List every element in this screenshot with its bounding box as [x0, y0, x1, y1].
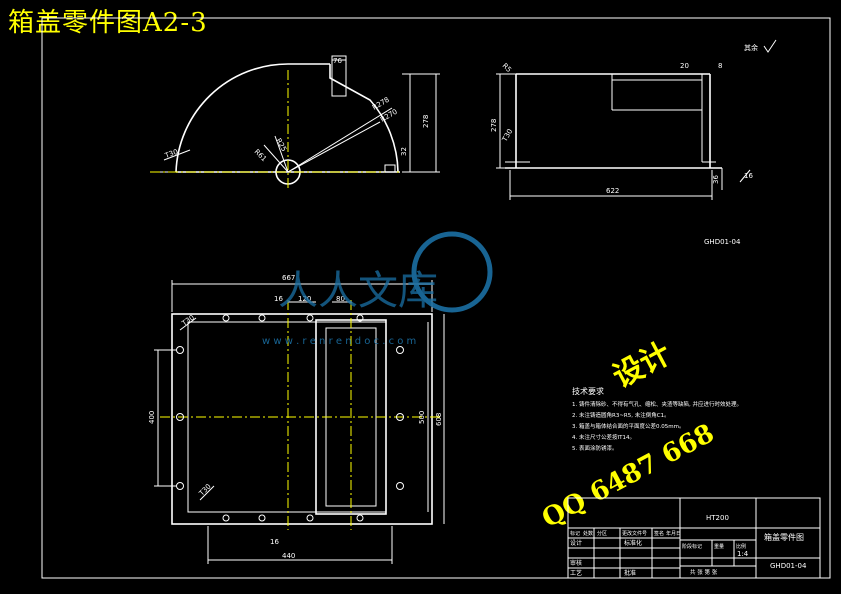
technical-requirements: 技术要求 1. 铸件清除砂、不得有气孔、缩松、夹渣等缺陷, 并应进行时效处理。 …	[572, 386, 742, 452]
plan-dim-608: 608	[435, 413, 443, 426]
front-dim-278: 278	[422, 115, 430, 128]
role-design: 设计	[570, 539, 582, 547]
plan-dim-16-bottom: 16	[270, 538, 279, 546]
plan-dim-120: 120	[298, 295, 311, 303]
part-code-label: GHD01-04	[704, 238, 741, 246]
plan-dim-667: 667	[282, 274, 295, 282]
tech-req-heading: 技术要求	[572, 386, 604, 396]
ratio-label: 比例	[736, 543, 746, 550]
tech-req-item-3: 3. 箱盖与箱体结合面的平面度公差0.05mm。	[572, 422, 684, 430]
roughness-symbol	[763, 39, 777, 53]
row-label-zone: 分区	[597, 530, 607, 537]
plan-view: 667 120 80 16 400 500 608 440 16 T30 T30	[148, 274, 445, 564]
std-label: 标准化	[624, 539, 642, 547]
row-label-doc: 更改文件号	[622, 530, 647, 537]
title-block: HT200 箱盖零件图 GHD01-04 1:4 标记 处数 分区 更改文件号 …	[567, 497, 821, 579]
front-dim-r278: R278	[371, 96, 391, 112]
roughness-note: 其余	[744, 43, 758, 52]
side-dim-r5: R5	[501, 62, 513, 74]
approve-label: 批准	[624, 569, 636, 577]
front-dim-r25: R25	[274, 137, 288, 153]
sheets-label: 共 张 第 张	[690, 568, 718, 576]
plan-dim-t30-bottom: T30	[197, 482, 213, 498]
front-dim-r61: R61	[253, 148, 268, 163]
material-label: HT200	[706, 514, 729, 522]
tech-req-item-2: 2. 未注铸造圆角R3~R5, 未注倒角C1。	[572, 411, 670, 419]
scale-value: 1:4	[737, 550, 749, 558]
drawing-title: 箱盖零件图A2-3	[8, 8, 208, 38]
front-dim-r270: R270	[379, 108, 399, 124]
drawing-border	[41, 17, 831, 579]
tech-req-item-1: 1. 铸件清除砂、不得有气孔、缩松、夹渣等缺陷, 并应进行时效处理。	[572, 400, 742, 408]
watermark-main: 人人文库	[278, 268, 438, 314]
side-dim-622: 622	[606, 187, 619, 195]
plan-dim-440: 440	[282, 552, 295, 560]
watermark: 人人文库 w w w . r e n r e n d o c . c o m	[262, 231, 493, 347]
overlay-text-design: 设计	[607, 336, 676, 395]
side-dim-20: 20	[680, 62, 689, 70]
side-dim-t30: T30	[500, 128, 514, 144]
row-label-count: 处数	[583, 530, 593, 537]
side-dim-16: 16	[744, 172, 753, 180]
plan-dim-400: 400	[148, 411, 156, 424]
row-label-sign: 签名	[654, 530, 664, 537]
part-code: GHD01-04	[770, 562, 807, 570]
front-dim-32: 32	[400, 147, 408, 156]
side-dim-8: 8	[718, 62, 722, 70]
role-process: 工艺	[570, 569, 582, 577]
plan-dim-80: 80	[336, 295, 345, 303]
front-view: 76 278 R278 R270 R61 R25 32 T30	[150, 55, 440, 190]
side-dim-36: 36	[712, 175, 720, 184]
side-view: 20 8 R5 278 T30 36 16 622	[490, 62, 753, 200]
plan-dim-500: 500	[418, 411, 426, 424]
plan-dim-16-top: 16	[274, 295, 283, 303]
tech-req-item-5: 5. 表面涂防锈漆。	[572, 444, 618, 452]
weight-label: 重量	[714, 543, 724, 550]
tech-req-item-4: 4. 未注尺寸公差按IT14。	[572, 433, 635, 441]
watermark-url: w w w . r e n r e n d o c . c o m	[262, 336, 416, 347]
side-dim-278: 278	[490, 119, 498, 132]
role-review: 审核	[570, 559, 582, 567]
bolt-holes	[176, 314, 404, 522]
row-label-date: 年月日	[666, 530, 681, 537]
stage-label: 阶段标记	[682, 543, 702, 550]
part-name: 箱盖零件图	[764, 532, 804, 542]
front-dim-76: 76	[333, 57, 342, 65]
row-label-mark: 标记	[570, 530, 580, 537]
